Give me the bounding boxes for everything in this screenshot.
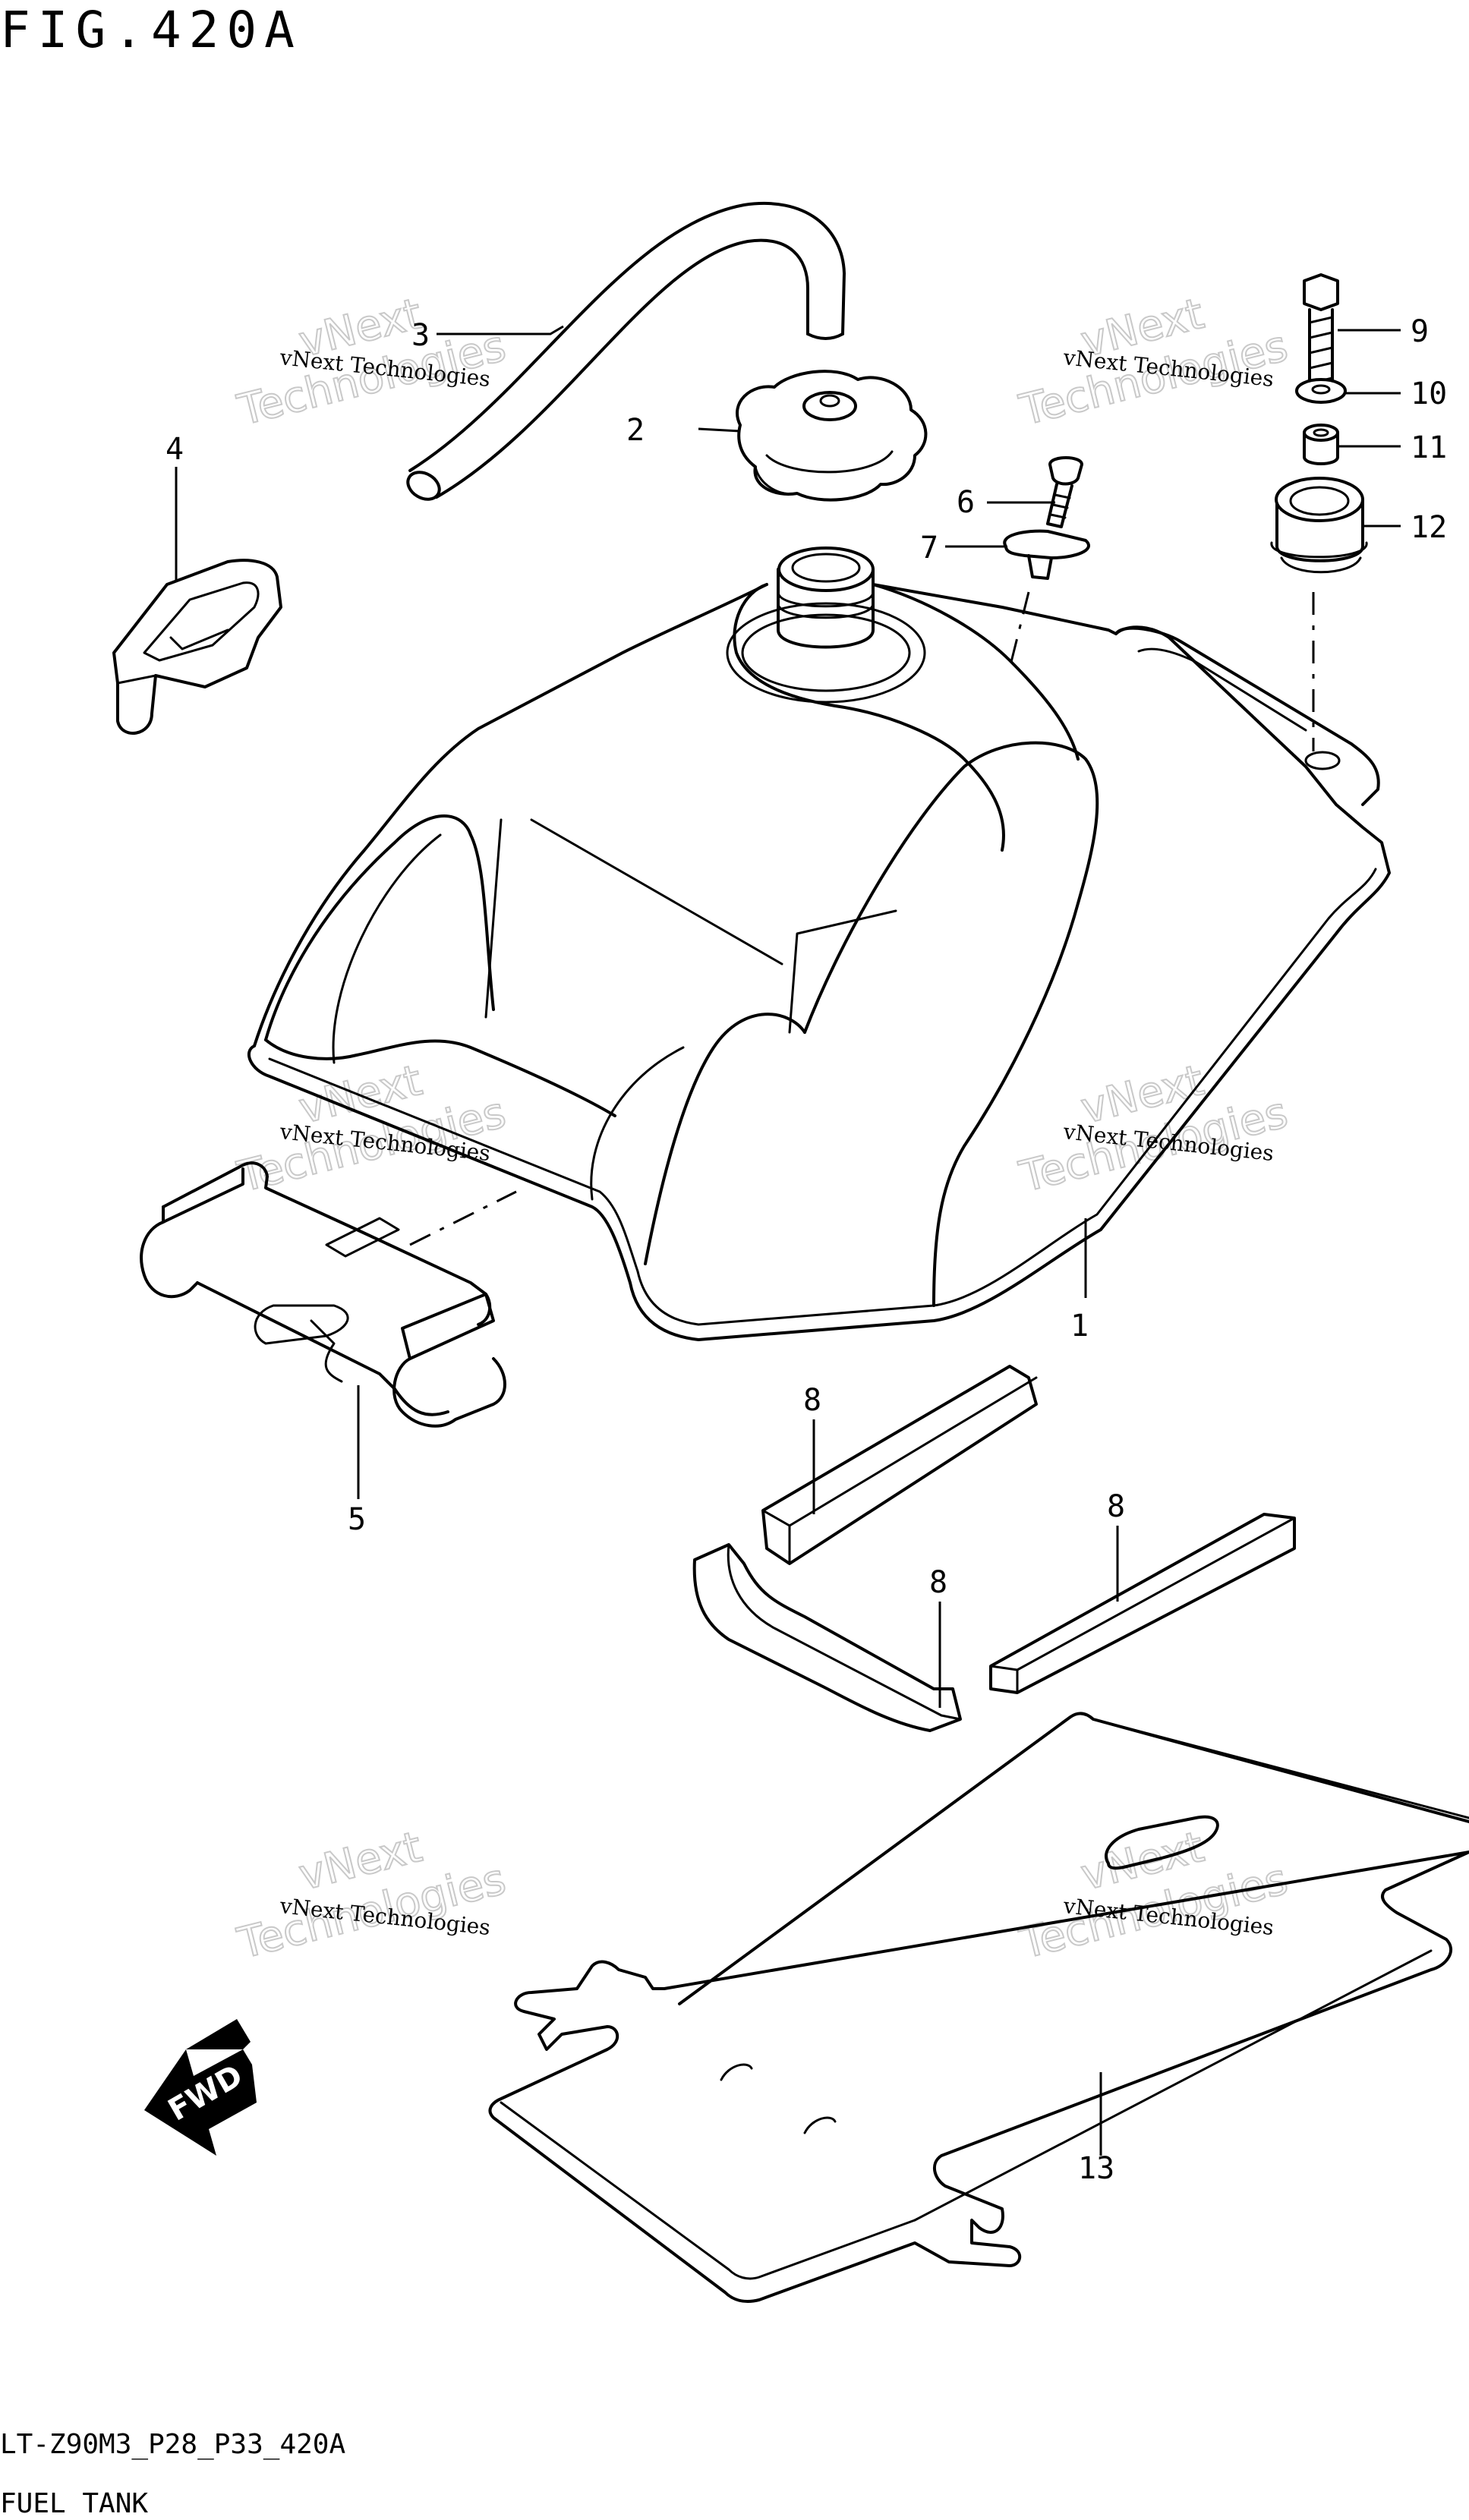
callout-4: 4 — [165, 432, 184, 467]
part-8-cushion-b — [989, 1513, 1296, 1694]
part-8-cushion-a — [761, 1365, 1038, 1565]
callout-7: 7 — [920, 531, 938, 565]
callouts: 1 2 3 4 5 6 7 8 8 8 9 10 11 12 13 — [165, 314, 1447, 2186]
fwd-direction-arrow: FWD — [144, 2019, 257, 2156]
callout-13: 13 — [1078, 2151, 1114, 2186]
part-11-collar — [1303, 424, 1339, 465]
part-4-bracket — [112, 559, 282, 735]
figure-caption: FUEL TANK — [0, 2488, 148, 2519]
callout-6: 6 — [957, 485, 975, 520]
callout-3: 3 — [411, 318, 430, 353]
model-code: LT-Z90M3_P28_P33_420A — [0, 2429, 345, 2460]
part-1-fuel-tank — [247, 547, 1391, 1341]
watermark-mid-right: Technologies vNext vNext Technologies — [1014, 1055, 1294, 1203]
callout-8a: 8 — [803, 1383, 821, 1418]
callout-1: 1 — [1070, 1309, 1089, 1343]
part-13-plate — [488, 1712, 1469, 2303]
callout-10: 10 — [1411, 376, 1447, 411]
callout-8b: 8 — [1107, 1489, 1125, 1524]
callout-11: 11 — [1411, 430, 1447, 465]
callout-8c: 8 — [929, 1565, 947, 1600]
callout-2: 2 — [626, 413, 645, 448]
part-9-bolt — [1303, 273, 1339, 389]
part-12-grommet — [1270, 477, 1368, 751]
part-5-strap — [140, 1161, 517, 1428]
callout-12: 12 — [1411, 510, 1447, 545]
leader-lines — [175, 325, 1401, 2156]
part-6-screw — [1046, 456, 1083, 528]
watermark-low-left: Technologies vNext vNext Technologies — [232, 1822, 512, 1970]
part-10-washer — [1295, 378, 1347, 404]
callout-9: 9 — [1411, 314, 1429, 349]
part-7-clip — [1003, 529, 1090, 669]
watermark-low-right: Technologies vNext vNext Technologies — [1014, 1822, 1294, 1970]
part-3-breather-hose — [406, 201, 846, 501]
part-2-fuel-cap — [736, 370, 928, 502]
watermark-top-left: Technologies vNext vNext Technologies — [232, 288, 512, 436]
watermark-top-right: Technologies vNext vNext Technologies — [1014, 288, 1294, 436]
part-8-cushion-c — [692, 1543, 962, 1732]
figure-title: FIG.420A — [0, 1, 302, 59]
callout-5: 5 — [348, 1502, 366, 1537]
